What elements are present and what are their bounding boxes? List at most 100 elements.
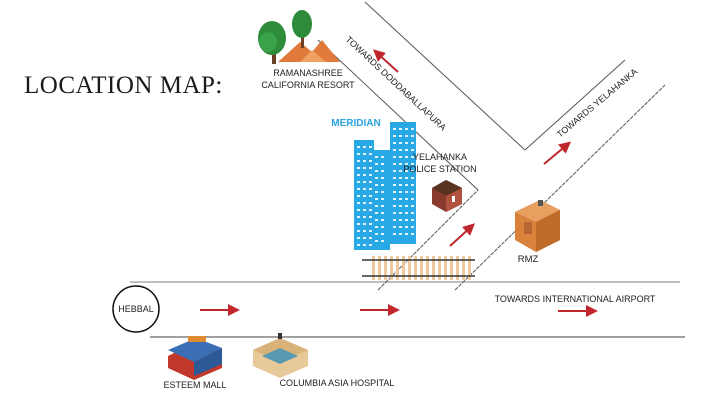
window [411, 142, 414, 144]
window [411, 156, 414, 158]
yelahanka-road-edge-right [454, 84, 666, 291]
yelahanka-arrow [543, 141, 572, 165]
window [399, 156, 402, 158]
window [375, 233, 378, 235]
window [363, 216, 366, 218]
window [369, 188, 372, 190]
window [357, 146, 360, 148]
track-sleeper [438, 256, 441, 280]
window [399, 142, 402, 144]
window [375, 170, 378, 172]
track-sleeper [390, 256, 393, 280]
window [357, 237, 360, 239]
window [381, 205, 384, 207]
window [363, 160, 366, 162]
rmz-label: RMZ [518, 254, 539, 265]
window [405, 198, 408, 200]
window [369, 209, 372, 211]
window [393, 198, 396, 200]
window [381, 163, 384, 165]
window [405, 135, 408, 137]
track-sleeper [402, 256, 405, 280]
window [399, 149, 402, 151]
window [393, 149, 396, 151]
resort-label-1: RAMANASHREE [273, 68, 343, 78]
window [357, 167, 360, 169]
window [393, 191, 396, 193]
window [363, 195, 366, 197]
window [405, 233, 408, 235]
window [393, 226, 396, 228]
window [393, 212, 396, 214]
window [411, 212, 414, 214]
window [375, 198, 378, 200]
window [399, 184, 402, 186]
railway-track [362, 256, 475, 280]
window [393, 135, 396, 137]
yelahanka-label: TOWARDS YELAHANKA [555, 66, 639, 139]
esteem-mall-label: ESTEEM MALL [163, 380, 226, 390]
track-sleeper [408, 256, 411, 280]
window [363, 174, 366, 176]
window [381, 177, 384, 179]
window [381, 156, 384, 158]
meridian-label: MERIDIAN [331, 118, 380, 129]
track-sleeper [426, 256, 429, 280]
window [411, 170, 414, 172]
hospital-icon [253, 333, 308, 378]
window [411, 177, 414, 179]
window [375, 191, 378, 193]
track-sleeper [450, 256, 453, 280]
track-sleeper [420, 256, 423, 280]
window [411, 163, 414, 165]
columbia-label: COLUMBIA ASIA HOSPITAL [280, 378, 395, 388]
connector-road-edge [377, 189, 479, 291]
window [399, 135, 402, 137]
window [381, 191, 384, 193]
window [363, 181, 366, 183]
window [411, 135, 414, 137]
window [357, 230, 360, 232]
window [357, 244, 360, 246]
connector-arrow [449, 223, 475, 247]
window [411, 205, 414, 207]
window [405, 191, 408, 193]
window [399, 226, 402, 228]
track-sleeper [414, 256, 417, 280]
window [375, 219, 378, 221]
resort-icon [258, 10, 340, 64]
window [375, 156, 378, 158]
window [357, 153, 360, 155]
window [357, 223, 360, 225]
window [405, 163, 408, 165]
window [399, 219, 402, 221]
map-title: LOCATION MAP: [24, 72, 223, 99]
window [411, 219, 414, 221]
window [405, 177, 408, 179]
track-sleeper [432, 256, 435, 280]
window [369, 223, 372, 225]
window [393, 170, 396, 172]
esteem-mall-icon [168, 336, 222, 380]
window [381, 198, 384, 200]
hebbal-label: HEBBAL [118, 304, 154, 314]
window [363, 202, 366, 204]
window [375, 212, 378, 214]
window [399, 191, 402, 193]
window [369, 216, 372, 218]
track-sleeper [462, 256, 465, 280]
window [381, 240, 384, 242]
window [369, 181, 372, 183]
track-sleeper [444, 256, 447, 280]
window [363, 167, 366, 169]
window [357, 174, 360, 176]
window [393, 128, 396, 130]
window [369, 202, 372, 204]
window [411, 128, 414, 130]
window [405, 156, 408, 158]
window [363, 237, 366, 239]
window [363, 146, 366, 148]
window [405, 226, 408, 228]
window [381, 219, 384, 221]
window [369, 174, 372, 176]
